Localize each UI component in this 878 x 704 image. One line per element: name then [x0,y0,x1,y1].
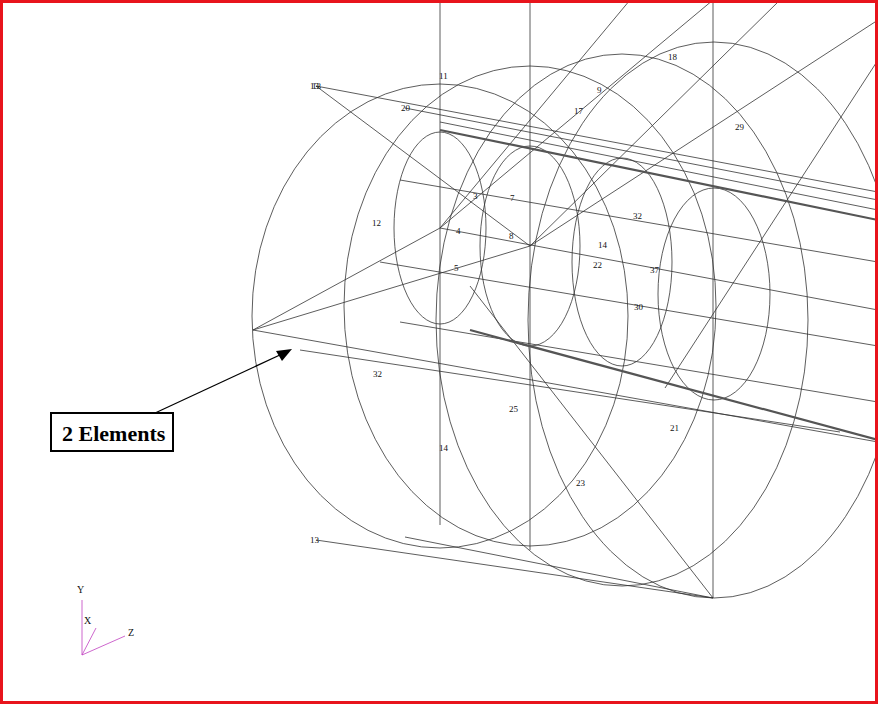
axis-label: X [84,616,91,626]
callout-number: 13 [310,536,319,545]
callout-number: 5 [454,264,459,273]
axis-label: Y [77,585,84,595]
callout-number: 29 [735,123,744,132]
callout-box: 2 Elements [50,412,174,452]
callout-number: 22 [593,261,602,270]
callout-number: 20 [401,104,410,113]
axis-label: Z [128,628,134,638]
callout-number: 9 [597,86,602,95]
callout-text: 2 Elements [62,421,172,447]
callout-number: 8 [509,232,514,241]
callout-number: 17 [574,107,583,116]
callout-number: 32 [633,212,642,221]
callout-number: 18 [668,53,677,62]
callout-number: 13 [310,82,319,91]
callout-number: 4 [456,227,461,236]
callout-number: 14 [598,241,607,250]
callout-number: 7 [510,194,515,203]
callout-number: 32 [373,370,382,379]
callout-number: 3 [473,192,478,201]
callout-number: 25 [509,405,518,414]
callout-number: 21 [670,424,679,433]
callout-number: 23 [576,479,585,488]
callout-number: 30 [634,303,643,312]
callout-number: 37 [650,266,659,275]
callout-number: 11 [439,72,448,81]
callout-number: 12 [372,219,381,228]
callout-number: 14 [439,444,448,453]
